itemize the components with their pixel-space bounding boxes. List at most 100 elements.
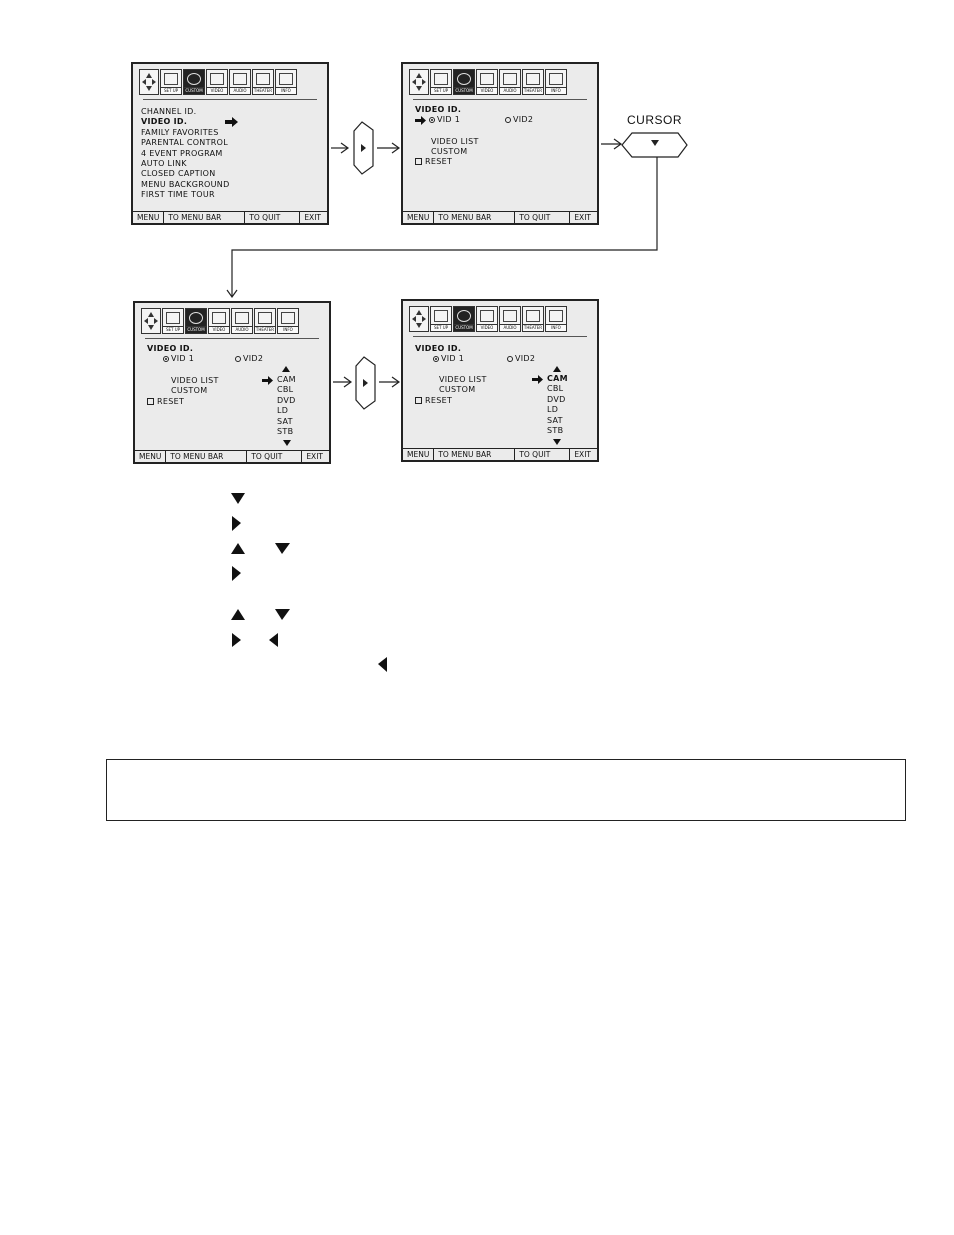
video-list-item[interactable]: VIDEO LIST bbox=[431, 137, 479, 146]
video-list-item[interactable]: VIDEO LIST bbox=[439, 375, 487, 384]
device-item[interactable]: STB bbox=[277, 427, 294, 437]
device-item[interactable]: SAT bbox=[277, 416, 293, 426]
up-arrow-icon bbox=[231, 609, 245, 620]
video-icon[interactable]: VIDEO bbox=[206, 69, 228, 95]
menu-icon-bar: SET UP CUSTOM VIDEO AUDIO THEATER INFO bbox=[141, 308, 323, 336]
menu-item[interactable]: AUTO LINK bbox=[141, 159, 187, 169]
cursor-label: CURSOR bbox=[627, 113, 683, 127]
device-item-selected[interactable]: CAM bbox=[547, 374, 568, 383]
setup-icon[interactable]: SET UP bbox=[160, 69, 182, 95]
right-button-icon[interactable] bbox=[355, 356, 376, 410]
custom-item[interactable]: CUSTOM bbox=[171, 386, 208, 395]
info-icon[interactable]: INFO bbox=[275, 69, 297, 95]
menu-item[interactable]: FAMILY FAVORITES bbox=[141, 127, 219, 137]
reset-label: RESET bbox=[157, 397, 185, 406]
menu-footer: MENU TO MENU BAR TO QUIT EXIT bbox=[133, 211, 327, 223]
video-list-item[interactable]: VIDEO LIST bbox=[171, 376, 219, 385]
navigation-arrows-icon bbox=[141, 308, 161, 334]
scroll-up-icon[interactable] bbox=[553, 366, 561, 372]
scroll-down-icon[interactable] bbox=[283, 440, 291, 446]
audio-icon[interactable]: AUDIO bbox=[499, 69, 521, 95]
device-item[interactable]: DVD bbox=[277, 395, 296, 405]
custom-item[interactable]: CUSTOM bbox=[439, 385, 476, 394]
vid2-option[interactable]: VID2 bbox=[235, 354, 263, 364]
vid1-option[interactable]: VID 1 bbox=[163, 354, 194, 364]
flow-connector bbox=[226, 157, 658, 299]
theater-icon[interactable]: THEATER bbox=[252, 69, 274, 95]
device-item[interactable]: STB bbox=[547, 426, 564, 436]
vid2-option[interactable]: VID2 bbox=[505, 115, 533, 125]
scroll-up-icon[interactable] bbox=[282, 366, 290, 372]
flow-arrow bbox=[601, 138, 623, 150]
custom-palette-icon[interactable]: CUSTOM bbox=[453, 69, 475, 95]
info-icon[interactable]: INFO bbox=[277, 308, 299, 334]
radio-selected-icon bbox=[433, 355, 439, 362]
reset-option[interactable]: RESET bbox=[147, 397, 184, 407]
vid1-label: VID 1 bbox=[437, 115, 461, 124]
footer-to-quit: TO QUIT bbox=[515, 212, 571, 223]
radio-icon bbox=[505, 116, 511, 123]
scroll-down-icon[interactable] bbox=[553, 439, 561, 445]
theater-icon[interactable]: THEATER bbox=[522, 306, 544, 332]
navigation-arrows-icon bbox=[409, 69, 429, 95]
device-item[interactable]: SAT bbox=[547, 415, 563, 425]
reset-option[interactable]: RESET bbox=[415, 157, 452, 167]
menu-item[interactable]: FIRST TIME TOUR bbox=[141, 190, 215, 200]
audio-icon[interactable]: AUDIO bbox=[229, 69, 251, 95]
setup-icon[interactable]: SET UP bbox=[162, 308, 184, 334]
theater-icon[interactable]: THEATER bbox=[522, 69, 544, 95]
up-arrow-icon bbox=[231, 543, 245, 554]
custom-item[interactable]: CUSTOM bbox=[431, 147, 468, 156]
device-item[interactable]: LD bbox=[277, 406, 289, 416]
device-item[interactable]: CBL bbox=[277, 385, 294, 395]
menu-item-selected[interactable]: VIDEO ID. bbox=[141, 117, 188, 127]
checkbox-icon bbox=[147, 398, 154, 405]
custom-palette-icon[interactable]: CUSTOM bbox=[185, 308, 207, 334]
footer-exit: EXIT bbox=[304, 213, 321, 222]
info-icon[interactable]: INFO bbox=[545, 306, 567, 332]
menu-item[interactable]: 4 EVENT PROGRAM bbox=[141, 148, 223, 158]
footer-to-menu-bar: TO MENU BAR bbox=[164, 212, 246, 223]
device-item[interactable]: CBL bbox=[547, 384, 564, 394]
vid1-label: VID 1 bbox=[171, 354, 195, 363]
device-item[interactable]: DVD bbox=[547, 394, 566, 404]
menu-item[interactable]: CLOSED CAPTION bbox=[141, 169, 216, 179]
flow-diagram-connectors bbox=[226, 121, 688, 410]
footer-to-menu-bar: TO MENU BAR bbox=[166, 451, 248, 462]
reset-option[interactable]: RESET bbox=[415, 396, 452, 406]
divider bbox=[413, 99, 587, 100]
pointer-arrow-icon bbox=[225, 117, 238, 127]
menu-icon-bar: SET UP CUSTOM VIDEO AUDIO THEATER INFO bbox=[139, 69, 321, 97]
footer-to-menu-bar: TO MENU BAR bbox=[434, 449, 516, 460]
info-icon[interactable]: INFO bbox=[545, 69, 567, 95]
video-icon[interactable]: VIDEO bbox=[476, 69, 498, 95]
footer-menu: MENU bbox=[135, 451, 167, 462]
menu-item[interactable]: CHANNEL ID. bbox=[141, 107, 197, 116]
video-icon[interactable]: VIDEO bbox=[208, 308, 230, 334]
video-id-title: VIDEO ID. bbox=[415, 344, 462, 353]
device-item[interactable]: CAM bbox=[277, 375, 296, 384]
menu-icon-bar: SET UP CUSTOM VIDEO AUDIO THEATER INFO bbox=[409, 69, 591, 97]
vid2-option[interactable]: VID2 bbox=[507, 354, 535, 364]
device-item[interactable]: LD bbox=[547, 405, 559, 415]
radio-selected-icon bbox=[429, 116, 435, 123]
footer-to-quit: TO QUIT bbox=[245, 212, 301, 223]
theater-icon[interactable]: THEATER bbox=[254, 308, 276, 334]
setup-icon[interactable]: SET UP bbox=[430, 306, 452, 332]
footer-menu: MENU bbox=[403, 449, 435, 460]
vid1-option[interactable]: VID 1 bbox=[433, 354, 464, 364]
audio-icon[interactable]: AUDIO bbox=[499, 306, 521, 332]
setup-icon[interactable]: SET UP bbox=[430, 69, 452, 95]
left-arrow-icon bbox=[269, 633, 278, 647]
menu-item[interactable]: MENU BACKGROUND bbox=[141, 179, 230, 189]
down-button-icon[interactable] bbox=[621, 132, 688, 158]
right-button-icon[interactable] bbox=[353, 121, 374, 175]
vid1-option[interactable]: VID 1 bbox=[429, 115, 460, 125]
video-icon[interactable]: VIDEO bbox=[476, 306, 498, 332]
menu-footer: MENU TO MENU BAR TO QUIT EXIT bbox=[135, 450, 329, 462]
custom-palette-icon[interactable]: CUSTOM bbox=[183, 69, 205, 95]
pointer-arrow-icon bbox=[532, 375, 543, 384]
menu-item[interactable]: PARENTAL CONTROL bbox=[141, 138, 228, 148]
audio-icon[interactable]: AUDIO bbox=[231, 308, 253, 334]
custom-palette-icon[interactable]: CUSTOM bbox=[453, 306, 475, 332]
